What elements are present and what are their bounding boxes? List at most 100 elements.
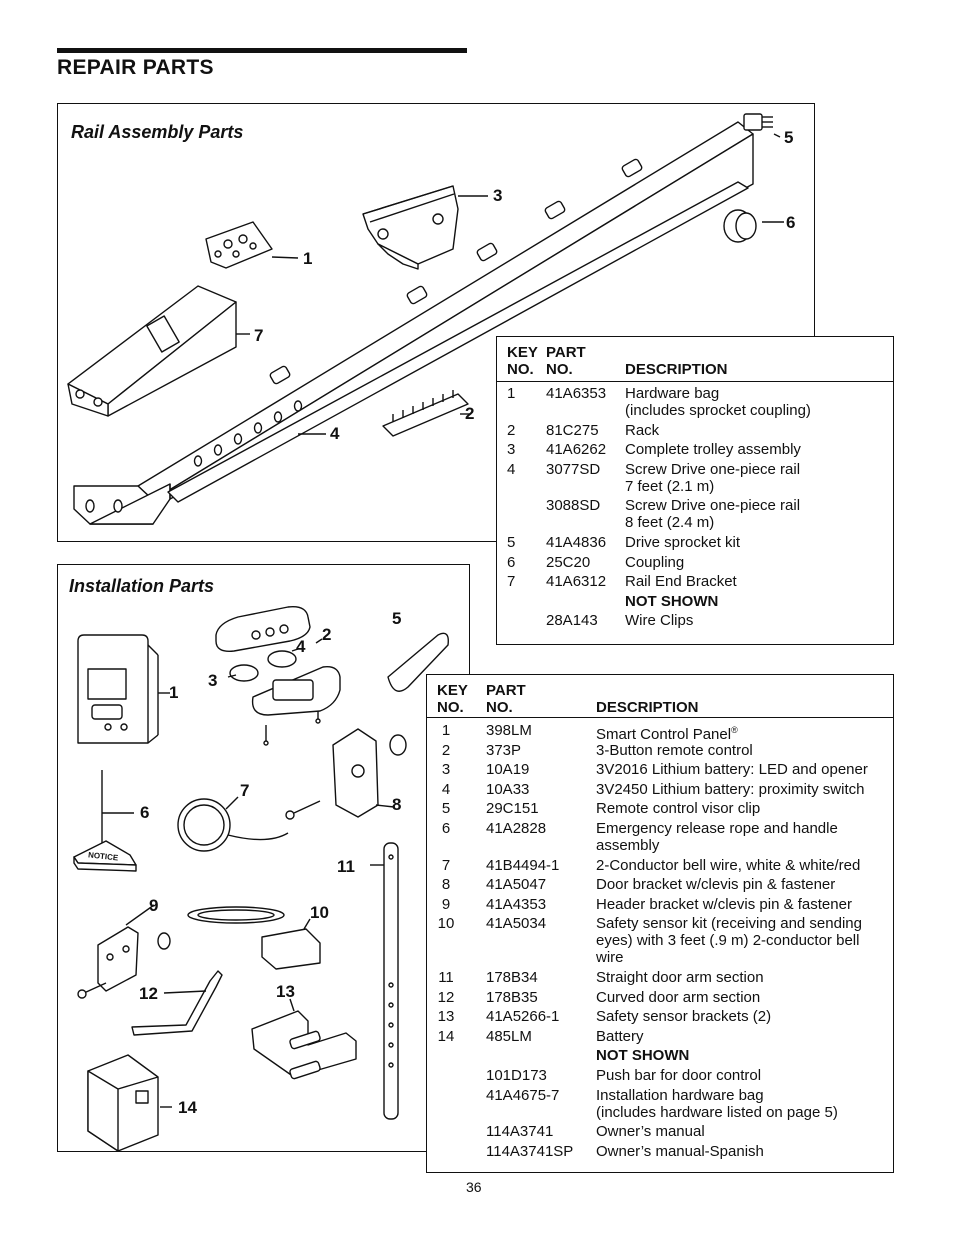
rail-callout-5: 5 — [784, 128, 794, 147]
title-rule — [57, 48, 467, 53]
description: Installation hardware bag(includes hardw… — [596, 1087, 838, 1121]
description-line: Battery — [596, 1027, 644, 1045]
description: Header bracket w/clevis pin & fastener — [596, 896, 852, 913]
rail-head-part-1: PART — [546, 344, 586, 361]
install-callout-6: 6 — [140, 803, 150, 822]
install-head-desc: DESCRIPTION — [596, 699, 699, 716]
part-no: 3077SD — [546, 460, 601, 478]
description: Curved door arm section — [596, 989, 760, 1006]
description-line: Remote control visor clip — [596, 800, 761, 818]
description: Coupling — [625, 554, 684, 571]
rack — [382, 390, 469, 437]
rail-head-part-2: NO. — [546, 361, 573, 378]
key-no: 14 — [437, 1027, 455, 1045]
part-no: 28A143 — [546, 612, 598, 630]
rail-head-key-1: KEY — [507, 344, 538, 361]
rail-holes — [85, 400, 303, 513]
part-no: 101D173 — [486, 1067, 547, 1084]
description-line: Owner’s manual — [596, 1123, 705, 1141]
safety-sensor-kit — [187, 906, 321, 970]
battery-3v2450 — [267, 650, 297, 668]
trolley-assembly — [362, 185, 459, 270]
part-no: 41A4675-7 — [486, 1086, 560, 1104]
description-line: Rack — [625, 421, 660, 439]
key-no: 7 — [441, 856, 451, 874]
description: Owner’s manual-Spanish — [596, 1143, 764, 1160]
key-no: 7 — [507, 573, 516, 591]
description-line: Screw Drive one-piece rail — [625, 460, 801, 478]
key-no: 2 — [441, 741, 451, 759]
part-no: 114A3741 — [486, 1123, 554, 1141]
key-no: 2 — [507, 421, 516, 439]
part-no: 114A3741SP — [486, 1142, 574, 1160]
description: NOT SHOWN — [596, 1047, 689, 1064]
part-no: 41A5034 — [486, 915, 547, 933]
rail-head-desc: DESCRIPTION — [625, 361, 728, 378]
key-no: 9 — [441, 895, 451, 913]
battery-box — [87, 1054, 159, 1151]
description: 3V2016 Lithium battery: LED and opener — [596, 761, 868, 778]
description-line: Safety sensor kit (receiving and sending — [596, 915, 862, 933]
straight-door-arm — [383, 842, 399, 1120]
description-line: wire — [596, 949, 624, 967]
key-no: 11 — [438, 969, 454, 986]
install-callout-4: 4 — [296, 637, 306, 656]
description: Battery — [596, 1028, 644, 1045]
key-no: 5 — [507, 534, 516, 551]
door-bracket — [285, 728, 407, 820]
key-no: 4 — [507, 460, 516, 478]
description-line: 3V2016 Lithium battery: LED and opener — [596, 761, 868, 779]
installation-heading: Installation Parts — [69, 576, 215, 596]
description: Owner’s manual — [596, 1123, 705, 1140]
description-line: Straight door arm section — [596, 969, 764, 986]
description-line: 7 feet (2.1 m) — [625, 477, 715, 495]
description: Rack — [625, 422, 659, 439]
key-no: 12 — [437, 988, 455, 1006]
description-line: Drive sprocket kit — [625, 534, 741, 551]
rail-callout-1: 1 — [303, 249, 313, 268]
description: Drive sprocket kit — [625, 534, 740, 551]
header-bracket — [77, 926, 171, 999]
install-callout-8: 8 — [392, 795, 402, 814]
description: Rail End Bracket — [625, 573, 737, 590]
description-line: NOT SHOWN — [625, 592, 719, 610]
rail-callout-6: 6 — [786, 213, 796, 232]
key-no: 4 — [441, 780, 451, 798]
safety-sensor-brackets — [251, 1010, 357, 1080]
install-callout-11: 11 — [337, 857, 355, 876]
install-callout-13: 13 — [276, 982, 295, 1001]
description: Safety sensor brackets (2) — [596, 1008, 771, 1025]
install-callout-3: 3 — [208, 671, 218, 690]
description: 3V2450 Lithium battery: proximity switch — [596, 781, 864, 798]
description-line: Screw Drive one-piece rail — [625, 497, 801, 515]
description-line: Header bracket w/clevis pin & fastener — [596, 895, 852, 913]
description: Remote control visor clip — [596, 800, 760, 817]
install-callout-14: 14 — [178, 1098, 197, 1117]
part-no: 41A6312 — [546, 573, 607, 591]
rail-assembly-illustration — [67, 113, 784, 525]
install-head-key-2: NO. — [437, 699, 464, 716]
description: Smart Control Panel® — [596, 722, 738, 743]
key-no: 3 — [507, 441, 516, 459]
rail-assembly-heading: Rail Assembly Parts — [71, 122, 244, 142]
key-no: 13 — [437, 1008, 455, 1026]
part-no: 25C20 — [546, 553, 591, 571]
install-callout-5: 5 — [392, 609, 402, 628]
description: Safety sensor kit (receiving and sending… — [596, 915, 862, 966]
install-callout-10: 10 — [310, 903, 329, 922]
part-no: 3088SD — [546, 497, 601, 515]
part-no: 41A6353 — [546, 385, 607, 402]
install-head-part-1: PART — [486, 682, 526, 699]
key-no: 3 — [441, 761, 451, 779]
description-line: (includes sprocket coupling) — [625, 402, 811, 419]
install-callout-2: 2 — [322, 625, 332, 644]
description-line: Rail End Bracket — [625, 573, 737, 591]
description: Straight door arm section — [596, 969, 764, 986]
description-line: eyes) with 3 feet (.9 m) 2-conductor bel… — [596, 932, 860, 950]
part-no: 41A5266-1 — [486, 1008, 560, 1026]
description-line: 8 feet (2.4 m) — [625, 514, 715, 532]
